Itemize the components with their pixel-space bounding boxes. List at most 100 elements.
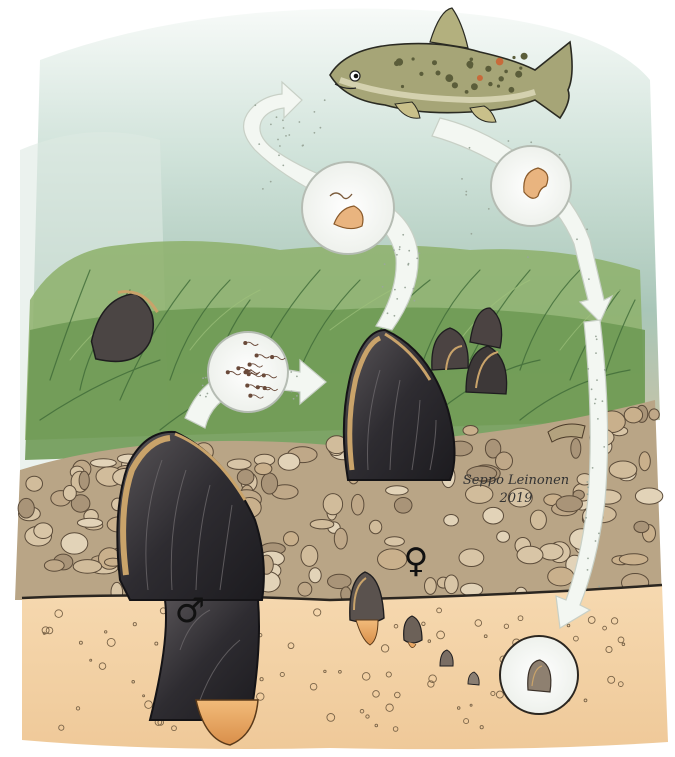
speckle [461, 178, 463, 180]
speckle [290, 371, 292, 373]
pebble [444, 515, 459, 526]
speckle [296, 376, 298, 378]
speckle [396, 254, 398, 256]
speckle [586, 228, 588, 230]
speckle [592, 467, 594, 469]
speckle [394, 289, 396, 291]
speckle [602, 400, 604, 402]
bubble-juvenile [500, 636, 578, 714]
speckle [387, 312, 389, 314]
pebble [556, 496, 582, 512]
speckle [596, 338, 598, 340]
speckle [254, 104, 256, 106]
bubble-glochidia-release [302, 162, 394, 254]
pebble [463, 426, 478, 436]
pebble [63, 486, 76, 501]
pebble [530, 510, 546, 529]
speckle [384, 263, 386, 265]
pebble [639, 452, 650, 471]
fish-spot [401, 85, 404, 88]
pebble [445, 575, 459, 594]
pebble [571, 439, 581, 459]
speckle [587, 569, 589, 571]
fish-spot [412, 57, 415, 60]
pebble [624, 407, 642, 423]
speckle [302, 144, 304, 146]
speckle [469, 147, 471, 149]
speckle [413, 288, 415, 290]
speckle [588, 278, 590, 280]
speckle [465, 191, 467, 193]
speckle [559, 154, 561, 156]
speckle [488, 208, 490, 210]
fish-spot [396, 58, 403, 65]
fish-spot [466, 61, 473, 68]
fish-spot [471, 83, 478, 90]
speckle [595, 336, 597, 338]
pebble [309, 568, 321, 583]
male-symbol: ♂ [175, 591, 205, 631]
speckle [527, 256, 529, 258]
pebble [548, 567, 574, 586]
pebble [328, 574, 352, 588]
speckle [205, 377, 207, 379]
pebble [18, 498, 34, 518]
fish-spot [519, 67, 522, 70]
speckle [399, 249, 401, 251]
pebble [73, 560, 101, 574]
speckle [205, 396, 207, 398]
speckle [587, 368, 589, 370]
pebble [61, 533, 88, 554]
speckle [419, 252, 421, 254]
speckle [402, 234, 404, 236]
fish-spot [452, 82, 458, 88]
speckle [399, 246, 401, 248]
speckle [320, 127, 322, 129]
speckle [596, 379, 598, 381]
speckle [394, 315, 396, 317]
fish-spot [485, 66, 491, 72]
pebble [91, 459, 117, 467]
speckle [576, 238, 578, 240]
speckle [595, 540, 597, 542]
fish-spot [496, 58, 504, 66]
speckle [416, 258, 418, 260]
speckle [396, 298, 398, 300]
fish-spot [477, 75, 483, 81]
speckle [594, 403, 596, 405]
speckle [598, 586, 600, 588]
female-symbol: ♀ [404, 541, 429, 581]
speckle [595, 352, 597, 354]
speckle [586, 481, 588, 483]
pebble [77, 518, 102, 527]
pebble [369, 520, 381, 533]
fish-spot [465, 90, 469, 94]
speckle [604, 369, 606, 371]
speckle [324, 99, 326, 101]
speckle [282, 119, 284, 121]
pebble [517, 546, 543, 564]
pebble [323, 494, 342, 515]
pebble [298, 582, 312, 596]
fish-spot [488, 82, 492, 86]
speckle [598, 533, 600, 535]
fish-spot [445, 74, 453, 82]
pebble [301, 545, 318, 566]
pebble [261, 473, 277, 494]
fish-spot [515, 71, 522, 78]
speckle [585, 517, 587, 519]
fish-spot [432, 60, 437, 65]
pebble [44, 560, 64, 571]
speckle [471, 233, 473, 235]
speckle [393, 249, 395, 251]
speckle [285, 135, 287, 137]
speckle [414, 300, 416, 302]
speckle [199, 395, 201, 397]
speckle [298, 392, 300, 394]
pebble [378, 549, 407, 570]
fish-spot [512, 56, 515, 59]
speckle [202, 385, 204, 387]
pebble [26, 476, 43, 491]
pebble [619, 554, 648, 565]
